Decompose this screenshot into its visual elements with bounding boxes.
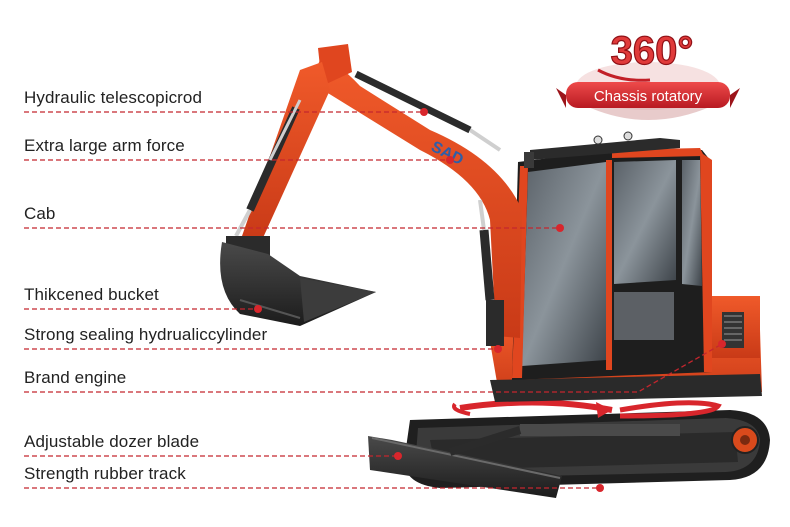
excavator: SAD (220, 44, 770, 498)
marker-arm-force (446, 156, 454, 164)
label-bucket: Thikcened bucket (24, 285, 159, 304)
badge-ribbon (566, 82, 730, 108)
cab-shape (512, 131, 712, 380)
marker-dozer-blade (394, 452, 402, 460)
label-arm-force: Extra large arm force (24, 136, 185, 155)
badge-number: 360° (611, 29, 694, 73)
rotation-badge: Chassis rotatory 360° (556, 28, 740, 120)
label-track: Strength rubber track (24, 464, 186, 483)
rotation-arrow-icon (452, 399, 722, 419)
label-cab: Cab (24, 204, 56, 223)
leader-lines (24, 111, 723, 489)
label-engine: Brand engine (24, 368, 127, 387)
bucket-shape (220, 242, 376, 326)
label-telescopic-rod: Hydraulic telescopicrod (24, 88, 203, 107)
marker-cab (556, 224, 564, 232)
marker-engine (718, 340, 726, 348)
leader-line-engine (24, 343, 723, 393)
marker-telescopic-rod (420, 108, 428, 116)
badge-caption: Chassis rotatory (594, 88, 703, 105)
marker-bucket (254, 305, 262, 313)
marker-track (596, 484, 604, 492)
marker-cylinder (494, 345, 502, 353)
dozer-blade-shape (368, 426, 562, 498)
stick-arm (226, 62, 330, 270)
marker-dots (254, 108, 726, 492)
label-dozer-blade: Adjustable dozer blade (24, 432, 200, 451)
label-cylinder: Strong sealing hydrualiccylinder (24, 325, 268, 344)
